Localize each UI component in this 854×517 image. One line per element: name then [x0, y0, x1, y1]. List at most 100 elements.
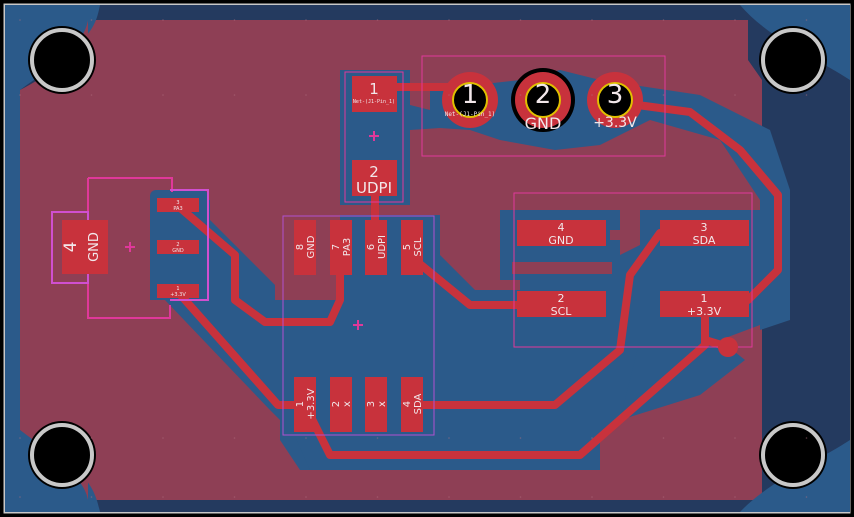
grid-dot — [448, 94, 450, 96]
grid-dot — [233, 94, 236, 96]
u1-pin7-number: 7 — [331, 244, 342, 250]
c1-pin3-number: 3 — [176, 200, 179, 206]
grid-dot — [734, 437, 736, 439]
grid-dot — [305, 437, 307, 439]
grid-dot — [591, 94, 593, 96]
grid-dot — [90, 437, 93, 439]
mounting-hole-icon — [28, 421, 96, 489]
grid-dot — [162, 94, 164, 96]
grid-dot — [376, 94, 379, 96]
grid-dot — [448, 496, 450, 498]
u1-pin6-number: 6 — [366, 244, 377, 250]
u1-pin7-net: PA3 — [342, 238, 353, 257]
ground-pour — [5, 5, 850, 512]
grid-dot — [805, 94, 808, 96]
resistor-r1: 1 Net-(J1-Pin_1) 2 UDPI — [352, 76, 397, 197]
grid-dot — [734, 94, 736, 96]
j2-pin1-number: 1 — [701, 292, 708, 305]
j2-pin4-number: 4 — [558, 221, 565, 234]
grid-dot — [19, 496, 21, 498]
j2-pin2-net: SCL — [551, 305, 573, 318]
mounting-hole-icon — [28, 26, 96, 94]
pour-clearance — [136, 221, 634, 287]
grid-dot — [662, 19, 665, 21]
grid-dot — [90, 19, 93, 21]
ic-u1: 8 GND 7 PA3 6 UDPI 5 SCL 1 +3.3V 2 x 3 x… — [294, 220, 424, 432]
grid-dot — [19, 437, 21, 439]
grid-dot — [233, 437, 236, 439]
grid-dot — [519, 94, 522, 96]
grid-dot — [19, 19, 21, 21]
u1-pin5-number: 5 — [402, 244, 413, 250]
j1-pin1-net: Net-(J1-Pin_1) — [445, 111, 496, 118]
grid-dot — [734, 496, 736, 498]
r1-pin1-net: Net-(J1-Pin_1) — [353, 99, 395, 105]
j2-pin4-net: GND — [548, 234, 573, 247]
connector-j1: 1 Net-(J1-Pin_1) 2 GND 3 +3.3V — [442, 68, 643, 133]
grid-dot — [662, 496, 665, 498]
mounting-hole-icon — [759, 421, 827, 489]
c1-pin3-net: PA3 — [173, 206, 182, 212]
u1-pin2-number: 2 — [331, 401, 342, 407]
u1-pin5-net: SCL — [413, 237, 424, 256]
u1-pin2-net: x — [342, 401, 353, 407]
j2-pin1-net: +3.3V — [687, 305, 722, 318]
grid-dot — [662, 94, 665, 96]
grid-dot — [90, 496, 93, 498]
grid-dot — [519, 437, 522, 439]
u1-pin3-net: x — [377, 401, 388, 407]
connector-j2: 4 GND 2 SCL 3 SDA 1 +3.3V — [517, 220, 749, 318]
j1-pin2-net: GND — [525, 114, 562, 133]
grid-dot — [591, 496, 593, 498]
grid-dot — [376, 19, 379, 21]
u1-pin4-net: SDA — [413, 393, 424, 414]
grid-dot — [305, 496, 307, 498]
grid-dot — [305, 94, 307, 96]
connector-c1: 4 GND 3 PA3 2 GND 1 +3.3V — [61, 198, 199, 298]
grid-dot — [376, 437, 379, 439]
grid-dot — [305, 19, 307, 21]
mounting-holes — [28, 26, 827, 489]
u1-pin8-net: GND — [306, 235, 317, 258]
u1-pin6-net: UDPI — [377, 235, 388, 259]
j2-pin2-number: 2 — [558, 292, 565, 305]
grid-dot — [591, 437, 593, 439]
grid-dot — [805, 437, 808, 439]
r1-pin2-net: UDPI — [356, 179, 392, 197]
c1-pin2-number: 2 — [176, 242, 179, 248]
grid-dot — [162, 496, 164, 498]
grid-dot — [591, 19, 593, 21]
grid-dot — [448, 19, 450, 21]
j1-pin2-number: 2 — [535, 80, 552, 110]
grid-dot — [734, 19, 736, 21]
grid-dot — [662, 437, 665, 439]
u1-pin1-number: 1 — [295, 401, 306, 407]
j1-pin1-number: 1 — [462, 80, 479, 110]
grid-dot — [233, 496, 236, 498]
u1-pin3-number: 3 — [366, 401, 377, 407]
u1-pin1-net: +3.3V — [306, 388, 317, 419]
c1-pin4-number: 4 — [61, 242, 81, 253]
c1-pin1-number: 1 — [176, 286, 179, 292]
grid-dot — [90, 94, 93, 96]
c1-pin2-net: GND — [172, 248, 184, 254]
j1-pin3-net: +3.3V — [593, 115, 637, 131]
mounting-hole-icon — [759, 26, 827, 94]
j2-pin3-number: 3 — [701, 221, 708, 234]
grid-dot — [233, 19, 236, 21]
c1-pin4-net: GND — [87, 232, 102, 262]
grid-dot — [448, 437, 450, 439]
grid-dot — [805, 19, 808, 21]
j2-pin3-net: SDA — [693, 234, 716, 247]
grid-dot — [19, 94, 21, 96]
u1-pin4-number: 4 — [402, 401, 413, 407]
r1-pin2-number: 2 — [369, 163, 379, 181]
grid-dot — [162, 19, 164, 21]
grid-dot — [805, 496, 808, 498]
grid-dot — [376, 496, 379, 498]
grid-dot — [519, 19, 522, 21]
r1-pin1-number: 1 — [369, 80, 379, 98]
grid-dots — [19, 19, 808, 498]
grid-dot — [519, 496, 522, 498]
